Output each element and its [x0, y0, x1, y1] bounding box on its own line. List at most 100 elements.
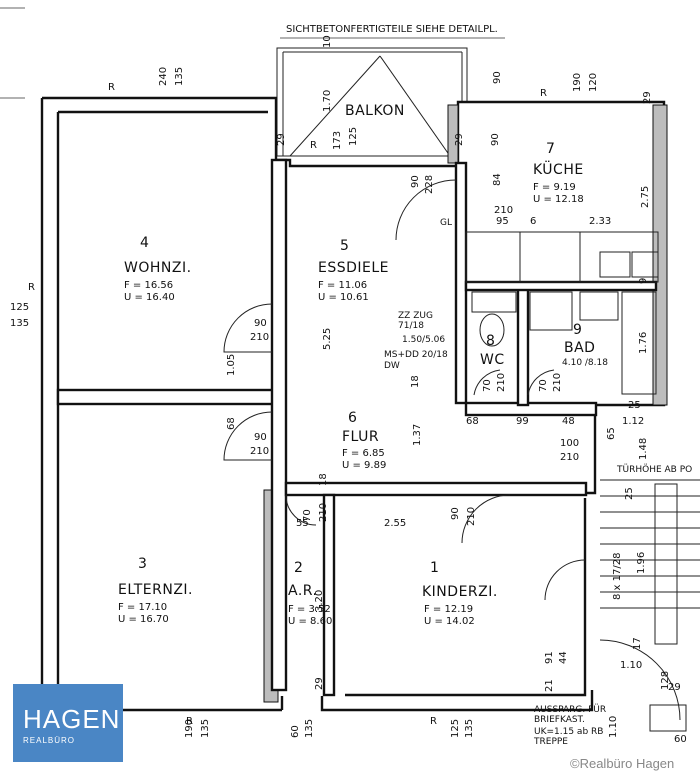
svg-text:U = 16.40: U = 16.40 — [124, 292, 175, 303]
svg-text:190: 190 — [572, 73, 583, 92]
room-6: 6 FLUR F = 6.85 U = 9.89 — [342, 410, 386, 471]
svg-text:7: 7 — [546, 141, 555, 157]
svg-text:240: 240 — [158, 67, 169, 86]
svg-text:125: 125 — [450, 719, 461, 738]
svg-text:A.R.: A.R. — [288, 583, 317, 599]
svg-text:AUSSPARG. FÜR: AUSSPARG. FÜR — [534, 704, 606, 715]
svg-text:1.10: 1.10 — [608, 716, 619, 738]
svg-text:BRIEFKAST.: BRIEFKAST. — [534, 715, 585, 725]
svg-text:1.05: 1.05 — [226, 354, 237, 376]
svg-text:9: 9 — [638, 278, 649, 284]
svg-text:228: 228 — [424, 175, 435, 194]
svg-text:65: 65 — [606, 427, 617, 440]
svg-text:173: 173 — [332, 131, 343, 150]
svg-text:210: 210 — [466, 507, 477, 526]
svg-text:90: 90 — [410, 175, 421, 188]
svg-text:1.96: 1.96 — [636, 552, 647, 574]
room-5: 5 ESSDIELE F = 11.06 U = 10.61 — [318, 238, 389, 303]
svg-text:3.20: 3.20 — [314, 590, 325, 612]
svg-text:1: 1 — [430, 560, 439, 576]
svg-text:U = 14.02: U = 14.02 — [424, 616, 475, 627]
svg-text:135: 135 — [464, 719, 475, 738]
svg-text:190: 190 — [184, 719, 195, 738]
svg-text:90: 90 — [254, 318, 267, 329]
room-8: 8 WC — [480, 333, 504, 368]
svg-text:FLUR: FLUR — [342, 429, 379, 445]
svg-text:48: 48 — [562, 416, 575, 427]
annotations: ZZ ZUG 71/18 1.50/5.06 MS+DD 20/18 DW GL… — [58, 218, 692, 747]
svg-text:F = 3.52: F = 3.52 — [288, 604, 331, 615]
svg-text:2.55: 2.55 — [384, 518, 406, 529]
svg-text:F = 6.85: F = 6.85 — [342, 448, 385, 459]
svg-text:90: 90 — [490, 133, 501, 146]
doors — [223, 179, 586, 601]
stairs — [599, 479, 700, 732]
svg-text:BAD: BAD — [564, 340, 595, 356]
svg-text:135: 135 — [10, 318, 29, 329]
svg-text:100: 100 — [560, 438, 579, 449]
svg-text:2.75: 2.75 — [640, 186, 651, 208]
svg-text:10: 10 — [322, 35, 333, 48]
svg-text:2: 2 — [294, 560, 303, 576]
svg-text:125: 125 — [10, 302, 29, 313]
dimensions: 210 9 5 6 2.33 90 210 90 210 68 99 48 1.1… — [10, 205, 687, 745]
svg-text:21: 21 — [544, 679, 555, 692]
svg-text:1.48: 1.48 — [638, 438, 649, 460]
svg-text:R: R — [28, 282, 35, 293]
svg-text:1.37: 1.37 — [412, 424, 423, 446]
svg-text:25: 25 — [624, 487, 635, 500]
svg-text:135: 135 — [174, 67, 185, 86]
svg-text:91: 91 — [544, 651, 555, 664]
svg-text:5: 5 — [340, 238, 349, 254]
svg-text:29: 29 — [642, 91, 653, 104]
svg-text:F = 12.19: F = 12.19 — [424, 604, 473, 615]
svg-text:1.12: 1.12 — [622, 416, 644, 427]
svg-text:4: 4 — [140, 235, 149, 251]
svg-text:2.33: 2.33 — [589, 216, 611, 227]
svg-text:210: 210 — [560, 452, 579, 463]
svg-text:25: 25 — [628, 400, 641, 411]
header-note: SICHTBETONFERTIGTEILE SIEHE DETAILPL. — [286, 24, 498, 35]
room-9: 9 BAD 4.10 /8.18 — [562, 322, 608, 368]
svg-text:125: 125 — [348, 127, 359, 146]
svg-text:3: 3 — [138, 556, 147, 572]
svg-text:70: 70 — [302, 509, 313, 522]
svg-text:8 x 17/28: 8 x 17/28 — [612, 553, 623, 600]
svg-text:90: 90 — [450, 507, 461, 520]
svg-text:17: 17 — [632, 637, 643, 650]
svg-text:68: 68 — [226, 417, 237, 430]
svg-text:U = 12.18: U = 12.18 — [533, 194, 584, 205]
svg-text:F = 17.10: F = 17.10 — [118, 602, 167, 613]
svg-text:MS+DD 20/18: MS+DD 20/18 — [384, 350, 448, 360]
svg-text:1.10: 1.10 — [620, 660, 642, 671]
svg-text:70: 70 — [538, 379, 549, 392]
svg-text:WOHNZI.: WOHNZI. — [124, 260, 192, 276]
svg-text:128: 128 — [660, 671, 671, 690]
svg-text:KINDERZI.: KINDERZI. — [422, 584, 498, 600]
room-2: 2 A.R. F = 3.52 U = 8.60 — [288, 560, 332, 627]
svg-text:9: 9 — [573, 322, 582, 338]
room-1: 1 KINDERZI. F = 12.19 U = 14.02 — [422, 560, 498, 627]
svg-text:DW: DW — [384, 361, 400, 371]
svg-text:70: 70 — [482, 379, 493, 392]
svg-text:TÜRHÖHE AB PO: TÜRHÖHE AB PO — [616, 464, 692, 475]
svg-text:60: 60 — [290, 725, 301, 738]
svg-text:U = 10.61: U = 10.61 — [318, 292, 369, 303]
bath-fixtures — [471, 291, 657, 395]
svg-text:210: 210 — [250, 446, 269, 457]
balcony-label: BALKON — [345, 103, 405, 119]
svg-text:6: 6 — [530, 216, 536, 227]
svg-text:68: 68 — [466, 416, 479, 427]
svg-text:R: R — [430, 716, 437, 727]
svg-text:135: 135 — [200, 719, 211, 738]
svg-text:1.70: 1.70 — [322, 90, 333, 112]
svg-text:99: 99 — [516, 416, 529, 427]
svg-text:60: 60 — [674, 734, 687, 745]
svg-text:210: 210 — [494, 205, 513, 216]
svg-text:84: 84 — [492, 173, 503, 186]
svg-text:R: R — [540, 88, 547, 99]
svg-text:29: 29 — [276, 133, 287, 146]
svg-text:F = 9.19: F = 9.19 — [533, 182, 576, 193]
svg-text:U = 9.89: U = 9.89 — [342, 460, 386, 471]
